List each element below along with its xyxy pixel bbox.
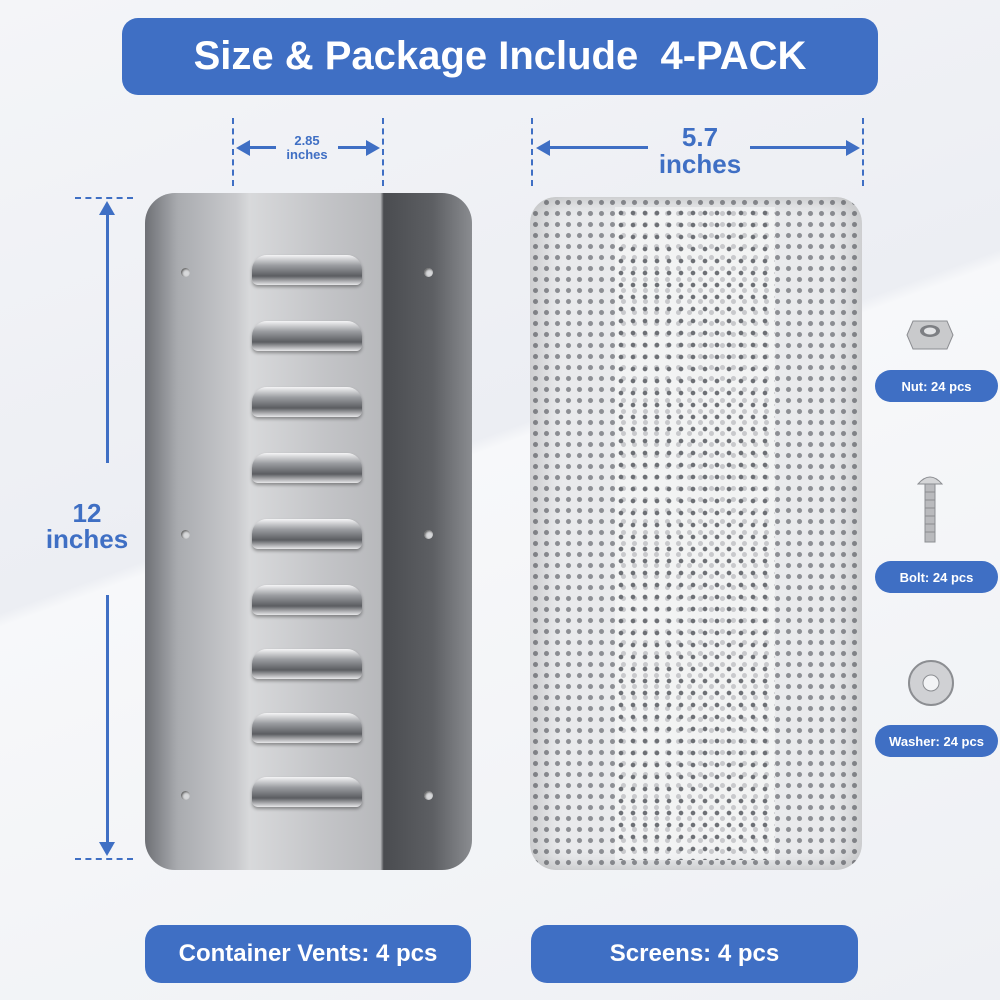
arrow-up-icon <box>99 201 115 215</box>
container-vent-image <box>145 193 472 870</box>
washer-icon <box>908 660 954 706</box>
vent-width-value: 2.85 <box>294 133 320 148</box>
screen-image <box>530 197 862 870</box>
screen-width-unit: inches <box>658 149 742 179</box>
louver <box>252 713 362 743</box>
dimension-line <box>338 146 368 149</box>
dimension-guide-line <box>862 118 864 186</box>
screw-hole <box>424 530 433 539</box>
bolt-count-label: Bolt: 24 pcs <box>875 561 998 593</box>
screw-hole <box>181 268 190 277</box>
arrow-down-icon <box>99 842 115 856</box>
dimension-guide-line <box>75 197 133 199</box>
louver <box>252 255 362 285</box>
louver <box>252 649 362 679</box>
dimension-line <box>106 213 109 463</box>
dimension-guide-line <box>75 858 133 860</box>
louver <box>252 585 362 615</box>
louver <box>252 453 362 483</box>
louver <box>252 519 362 549</box>
vents-count-label: Container Vents: 4 pcs <box>145 925 471 983</box>
screens-count-label: Screens: 4 pcs <box>531 925 858 983</box>
dimension-line <box>548 146 648 149</box>
dimension-line <box>106 595 109 845</box>
arrow-left-icon <box>236 140 250 156</box>
screen-center-panel <box>615 207 775 860</box>
louver <box>252 777 362 807</box>
louver <box>252 321 362 351</box>
nut-icon <box>906 320 954 350</box>
screw-hole <box>181 791 190 800</box>
screw-hole <box>424 268 433 277</box>
washer-count-label: Washer: 24 pcs <box>875 725 998 757</box>
arrow-right-icon <box>366 140 380 156</box>
screw-hole <box>181 530 190 539</box>
dimension-line <box>248 146 276 149</box>
dimension-guide-line <box>382 118 384 186</box>
arrow-left-icon <box>536 140 550 156</box>
arrow-right-icon <box>846 140 860 156</box>
screw-hole <box>424 791 433 800</box>
height-unit: inches <box>45 524 129 554</box>
nut-count-label: Nut: 24 pcs <box>875 370 998 402</box>
dimension-guide-line <box>531 118 533 186</box>
louver <box>252 387 362 417</box>
dimension-line <box>750 146 848 149</box>
title-banner: Size & Package Include 4-PACK <box>122 18 878 95</box>
height-value: 12 <box>72 498 102 528</box>
vent-width-unit: inches <box>286 147 328 162</box>
bolt-icon <box>916 476 944 543</box>
dimension-guide-line <box>232 118 234 186</box>
screen-width-value: 5.7 <box>681 122 719 152</box>
